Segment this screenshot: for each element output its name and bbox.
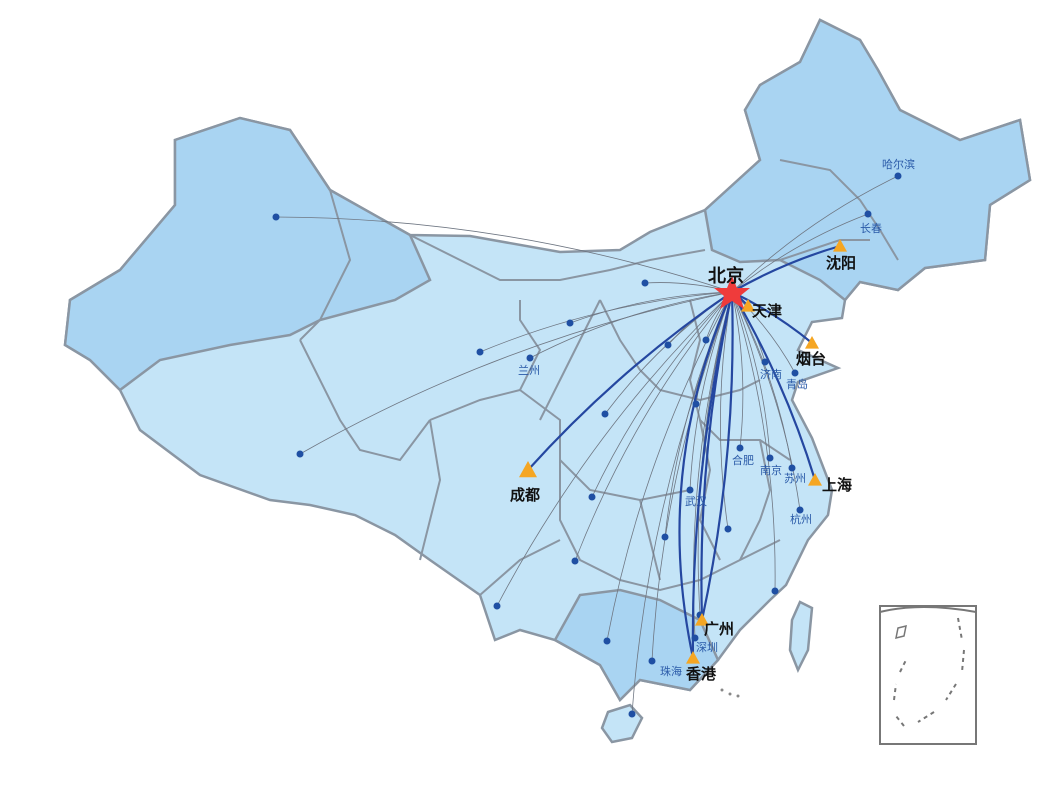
city-dot <box>864 210 872 218</box>
island-dot <box>736 694 740 698</box>
route-line-major <box>731 291 817 481</box>
city-dot <box>526 354 534 362</box>
city-dot <box>766 454 774 462</box>
border <box>429 300 542 421</box>
city-dot <box>761 358 769 366</box>
city-dot <box>476 348 484 356</box>
route-line-thin <box>731 175 899 293</box>
city-dot <box>702 336 710 344</box>
route-line-thin <box>574 291 733 562</box>
route-line-major <box>691 291 734 659</box>
triangle-icon <box>695 613 709 626</box>
triangle-icon <box>686 651 700 664</box>
inset-island <box>895 624 907 640</box>
city-dot <box>571 557 579 565</box>
city-dot <box>692 400 700 408</box>
city-dot <box>686 486 694 494</box>
city-dot <box>648 657 656 665</box>
route-line-major <box>678 291 734 659</box>
route-line-thin <box>651 291 733 662</box>
route-line-thin <box>731 213 869 293</box>
route-line-thin <box>275 216 733 293</box>
inset-dashes <box>893 617 965 727</box>
route-line-thin <box>720 291 733 530</box>
city-dot <box>272 213 280 221</box>
route-line-major <box>731 291 813 344</box>
triangle-icon <box>741 299 755 312</box>
border <box>539 299 601 421</box>
border <box>519 389 691 502</box>
triangle-icon <box>833 239 847 252</box>
border <box>299 339 431 462</box>
triangle-icon <box>519 461 537 478</box>
border <box>299 189 352 341</box>
island-dot <box>728 692 732 696</box>
south-china-sea-inset <box>879 605 977 745</box>
city-dot <box>894 172 902 180</box>
hainan <box>600 703 644 744</box>
city-dot <box>664 341 672 349</box>
city-dot <box>601 410 609 418</box>
border <box>409 234 706 281</box>
southern-region <box>553 588 720 703</box>
city-dot <box>493 602 501 610</box>
route-line-major <box>527 291 733 471</box>
city-dot <box>641 279 649 287</box>
border <box>559 460 781 592</box>
northeast-region <box>703 18 1032 302</box>
hub-marker <box>714 276 750 309</box>
city-dot <box>566 319 574 327</box>
city-dot <box>736 444 744 452</box>
border <box>419 419 442 561</box>
route-line-thin <box>731 291 801 511</box>
border <box>599 299 761 402</box>
triangle-icon <box>808 473 822 486</box>
inset-frame <box>879 605 977 745</box>
city-dot <box>724 525 732 533</box>
city-points <box>272 172 902 718</box>
inset-coast <box>879 606 977 613</box>
triangle-icon <box>805 336 819 349</box>
small-islands <box>720 688 740 698</box>
border <box>739 439 772 561</box>
island-dot <box>720 688 724 692</box>
border <box>479 539 561 596</box>
taiwan <box>788 600 814 674</box>
city-dot <box>788 464 796 472</box>
city-dot <box>628 710 636 718</box>
route-line-thin <box>731 291 744 449</box>
route-line-thin <box>299 291 733 455</box>
city-dot <box>796 506 804 514</box>
city-dot <box>791 369 799 377</box>
route-line-thin <box>479 291 733 353</box>
route-line-thin <box>606 291 733 642</box>
xinjiang-region <box>63 116 432 392</box>
route-line-thin <box>591 291 733 498</box>
city-dot <box>661 533 669 541</box>
city-dot <box>691 634 699 642</box>
city-dot <box>603 637 611 645</box>
city-dot <box>771 587 779 595</box>
border <box>779 159 899 261</box>
route-line-thin <box>496 291 733 607</box>
route-line-major <box>731 244 841 293</box>
route-line-thin <box>731 291 776 592</box>
route-line-thin <box>569 291 733 324</box>
landmass <box>63 18 1032 744</box>
border <box>639 499 661 581</box>
city-dot <box>296 450 304 458</box>
star-icon <box>714 276 750 309</box>
city-dot <box>588 493 596 501</box>
route-line-thin <box>731 291 771 459</box>
route-line-major <box>700 291 734 621</box>
